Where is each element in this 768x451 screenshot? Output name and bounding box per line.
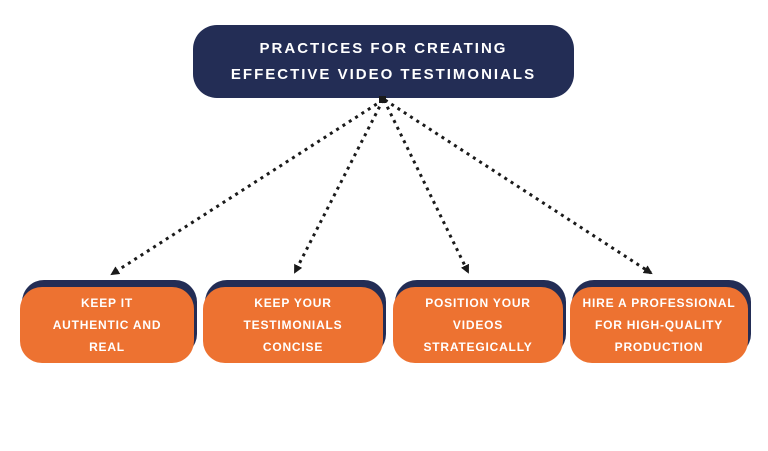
- card-text-line: VIDEOS: [452, 318, 504, 332]
- title-line-1: PRACTICES FOR CREATING: [259, 39, 508, 57]
- card-text-line: KEEP IT: [80, 296, 134, 310]
- card-face: KEEP YOUR TESTIMONIALS CONCISE: [203, 287, 383, 363]
- practice-card-professional: HIRE A PROFESSIONAL FOR HIGH-QUALITY PRO…: [570, 280, 751, 363]
- practice-card-concise: KEEP YOUR TESTIMONIALS CONCISE: [203, 280, 386, 363]
- arrow-to-card-3: [382, 99, 470, 274]
- card-face: HIRE A PROFESSIONAL FOR HIGH-QUALITY PRO…: [570, 287, 748, 363]
- card-text-line: TESTIMONIALS: [243, 318, 343, 332]
- card-text-line: STRATEGICALLY: [423, 340, 533, 354]
- title-line-2: EFFECTIVE VIDEO TESTIMONIALS: [230, 65, 537, 83]
- card-text-line: HIRE A PROFESSIONAL: [582, 296, 736, 310]
- card-text-line: CONCISE: [262, 340, 324, 354]
- practice-card-authentic: KEEP IT AUTHENTIC AND REAL: [20, 280, 197, 363]
- card-text-line: AUTHENTIC AND: [52, 318, 162, 332]
- card-text-line: KEEP YOUR: [254, 296, 332, 310]
- arrow-to-card-4: [384, 98, 653, 275]
- arrow-to-card-1: [110, 98, 384, 276]
- card-face: POSITION YOUR VIDEOS STRATEGICALLY: [393, 287, 563, 363]
- title-box: PRACTICES FOR CREATING EFFECTIVE VIDEO T…: [193, 25, 574, 98]
- card-face: KEEP IT AUTHENTIC AND REAL: [20, 287, 194, 363]
- card-text-line: REAL: [89, 340, 125, 354]
- arrow-to-card-2: [293, 99, 385, 274]
- practice-card-position: POSITION YOUR VIDEOS STRATEGICALLY: [393, 280, 566, 363]
- card-text-line: POSITION YOUR: [425, 296, 531, 310]
- card-text-line: FOR HIGH-QUALITY: [594, 318, 724, 332]
- card-text-line: PRODUCTION: [614, 340, 704, 354]
